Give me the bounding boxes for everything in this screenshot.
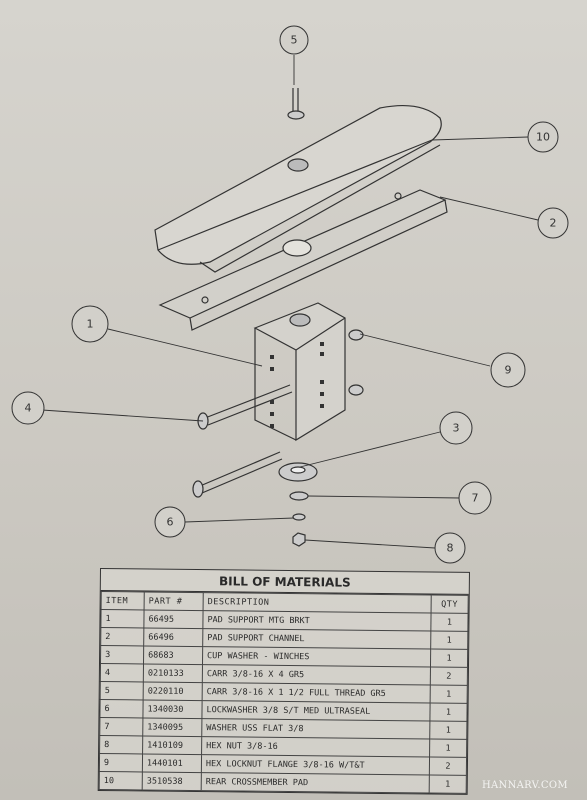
callout-label-8: 8 — [447, 542, 454, 555]
row-description: CARR 3/8-16 X 4 GR5 — [202, 664, 431, 685]
callout-circle-7 — [458, 481, 492, 515]
site-watermark: HANNARV.COM — [482, 780, 568, 791]
callout-circle-5 — [279, 25, 309, 55]
exploded-parts-diagram: 5 10 2 1 9 4 3 7 6 8 — [11, 25, 569, 564]
callout-circle-4 — [11, 391, 45, 425]
cup-washer-drawing — [278, 462, 318, 482]
row-qty: 1 — [429, 702, 468, 722]
row-qty: 2 — [430, 666, 468, 686]
row-description: CARR 3/8-16 X 1 1/2 FULL THREAD GR5 — [202, 682, 431, 703]
row-item: 9 — [99, 753, 143, 772]
row-item: 5 — [100, 681, 144, 700]
row-item: 10 — [99, 771, 143, 790]
row-qty: 1 — [430, 612, 469, 632]
row-qty: 1 — [430, 684, 468, 704]
mounting-bracket-drawing — [253, 302, 346, 442]
row-part: 68683 — [143, 645, 203, 665]
bom-grid: ITEM PART # DESCRIPTION QTY 1 66495 PAD … — [99, 591, 469, 794]
callout-circle-10 — [527, 121, 559, 153]
bill-of-materials-table: BILL OF MATERIALS ITEM PART # DESCRIPTIO… — [97, 568, 470, 795]
row-item: 6 — [99, 699, 144, 718]
callout-label-5: 5 — [291, 34, 298, 47]
washers-and-nut-drawing — [289, 491, 309, 547]
callout-label-4: 4 — [25, 402, 32, 415]
row-item: 8 — [99, 735, 143, 754]
row-part: 66495 — [143, 609, 204, 629]
row-part: 1410109 — [142, 735, 202, 755]
table-row: 10 3510538 REAR CROSSMEMBER PAD 1 — [99, 771, 467, 794]
row-item: 4 — [100, 663, 144, 682]
row-description: PAD SUPPORT MTG BRKT — [202, 610, 432, 631]
header-item: ITEM — [101, 591, 145, 610]
support-channel-drawing — [158, 189, 448, 331]
long-carriage-bolts-drawing — [192, 384, 293, 498]
row-qty: 1 — [429, 774, 467, 794]
row-qty: 1 — [429, 738, 467, 758]
callout-circle-3 — [439, 411, 473, 445]
header-qty: QTY — [431, 594, 469, 614]
callout-circle-8 — [434, 532, 466, 564]
row-part: 3510538 — [142, 771, 202, 791]
row-qty: 2 — [429, 756, 467, 776]
row-description: CUP WASHER - WINCHES — [202, 646, 431, 667]
row-part: 1340030 — [142, 699, 203, 719]
row-qty: 1 — [429, 720, 467, 740]
row-part: 1340095 — [142, 717, 202, 737]
row-item: 2 — [100, 627, 144, 646]
callout-label-10: 10 — [536, 131, 550, 144]
row-description: REAR CROSSMEMBER PAD — [201, 772, 430, 793]
callout-circle-1 — [71, 305, 109, 343]
row-part: 66496 — [143, 627, 203, 647]
row-description: PAD SUPPORT CHANNEL — [202, 628, 431, 649]
row-description: HEX NUT 3/8-16 — [201, 736, 430, 757]
callout-label-1: 1 — [87, 318, 94, 331]
callout-label-7: 7 — [472, 492, 479, 505]
callout-label-9: 9 — [505, 364, 512, 377]
callout-label-2: 2 — [550, 217, 557, 230]
locknuts-drawing — [348, 329, 364, 396]
row-item: 1 — [100, 609, 145, 628]
callout-label-3: 3 — [453, 422, 460, 435]
row-part: 1440101 — [142, 753, 202, 773]
callout-circle-2 — [537, 207, 569, 239]
row-part: 0220110 — [143, 681, 203, 701]
header-description: DESCRIPTION — [203, 592, 432, 613]
header-part: PART # — [144, 591, 204, 611]
row-qty: 1 — [430, 648, 468, 668]
callout-label-6: 6 — [167, 516, 174, 529]
row-description: LOCKWASHER 3/8 S/T MED ULTRASEAL — [201, 700, 431, 721]
row-part: 0210133 — [143, 663, 203, 683]
row-description: HEX LOCKNUT FLANGE 3/8-16 W/T&T — [201, 754, 430, 775]
crossmember-pad-drawing — [154, 104, 442, 273]
row-qty: 1 — [430, 630, 468, 650]
row-item: 7 — [99, 717, 143, 736]
row-item: 3 — [100, 645, 144, 664]
short-carriage-bolt-drawing — [287, 88, 305, 120]
callout-circle-9 — [490, 352, 526, 388]
row-description: WASHER USS FLAT 3/8 — [201, 718, 430, 739]
callout-circle-6 — [154, 506, 186, 538]
